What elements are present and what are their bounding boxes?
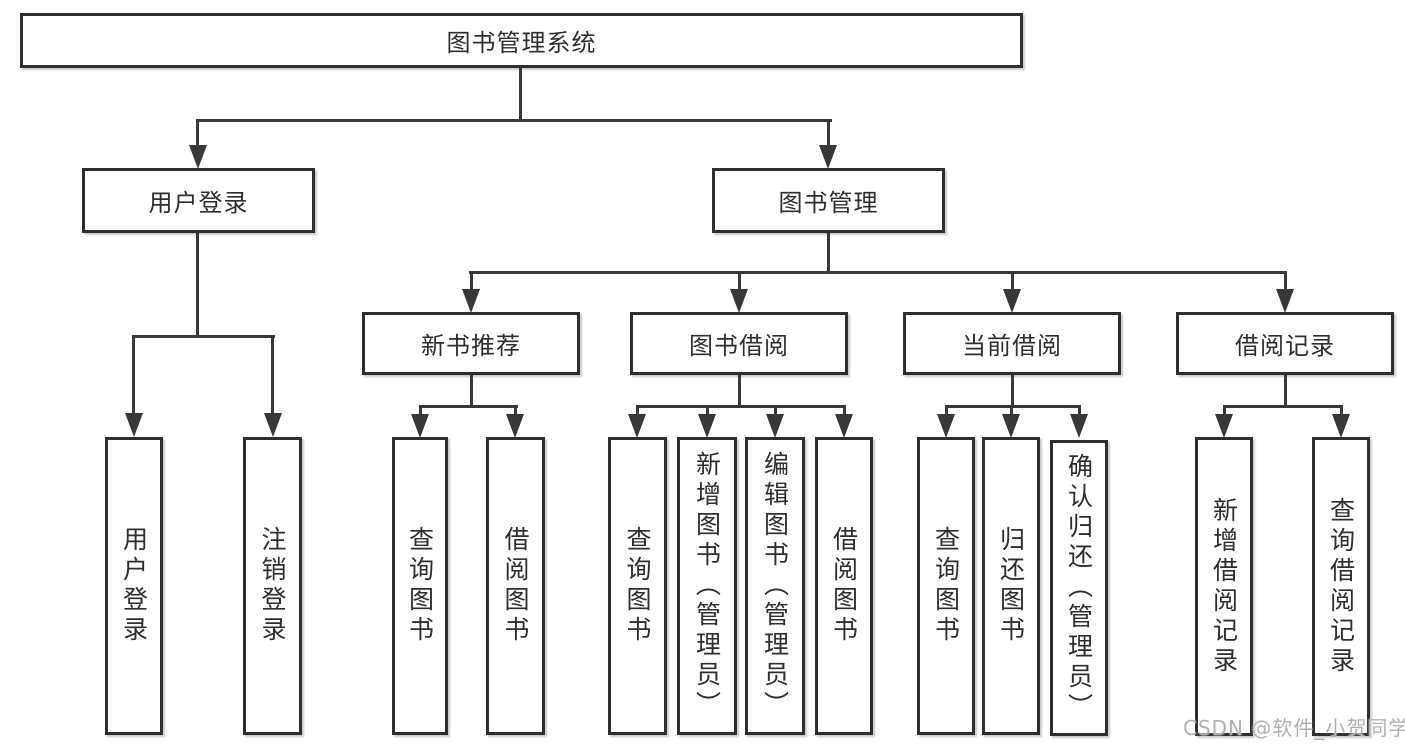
connector-line [1011,273,1014,291]
connector-line [514,407,517,415]
connector-line [519,68,522,121]
connector-line [636,407,639,415]
node-leaf-logout: 注销登录 [243,437,302,735]
arrowhead-down [628,414,646,438]
connector-line [706,407,709,415]
connector-line [470,375,473,407]
connector-line [774,407,777,415]
arrowhead-down [462,289,480,313]
node-leaf-user-login: 用户登录 [105,437,163,735]
connector-line [945,407,948,415]
connector-line [196,233,199,337]
arrowhead-down [819,145,837,169]
node-current-return-book: 归还图书 [982,437,1040,735]
connector-line [1284,375,1287,407]
connector-line [271,337,274,413]
node-new-book-recommend: 新书推荐 [362,312,580,375]
node-record-add-record-label: 新增借阅记录 [1209,496,1239,677]
node-recommend-borrow-book-label: 借阅图书 [501,526,530,646]
csdn-watermark: CSDN @软件_小贺同学 [1183,716,1405,740]
node-recommend-query-book: 查询图书 [392,437,448,735]
node-record-query-record: 查询借阅记录 [1312,437,1370,736]
arrowhead-down [1215,414,1233,438]
arrowhead-down [937,414,955,438]
node-user-login: 用户登录 [82,168,315,233]
node-book-management: 图书管理 [712,168,945,233]
connector-line [132,337,135,413]
connector-line [827,233,830,273]
connector-line [469,271,1287,274]
arrowhead-down [125,413,143,437]
node-borrow-edit-book-label: 编辑图书（管理员） [760,451,790,721]
connector-line [827,121,830,146]
node-book-borrow: 图书借阅 [630,312,848,375]
connector-line [132,335,275,338]
arrowhead-down [1332,414,1350,438]
arrowhead-down [1070,414,1088,438]
node-user-login-label: 用户登录 [148,189,249,217]
connector-line [1223,405,1343,408]
node-record-add-record: 新增借阅记录 [1195,437,1253,736]
arrowhead-down [766,414,784,438]
node-borrow-add-book-label: 新增图书（管理员） [692,451,722,721]
arrowhead-down [411,414,429,438]
node-current-borrow: 当前借阅 [903,312,1121,375]
connector-line [1223,407,1226,415]
node-book-borrow-label: 图书借阅 [689,332,789,360]
node-current-confirm-return: 确认归还（管理员） [1050,440,1108,736]
node-borrow-borrow-book: 借阅图书 [815,437,873,735]
node-root: 图书管理系统 [20,13,1023,68]
node-borrow-record: 借阅记录 [1176,312,1394,375]
arrowhead-down [698,414,716,438]
arrowhead-down [264,413,282,437]
node-current-query-book: 查询图书 [917,437,975,735]
node-record-query-record-label: 查询借阅记录 [1326,496,1356,677]
connector-line [1340,407,1343,415]
node-root-label: 图书管理系统 [446,29,597,57]
arrowhead-down [730,289,748,313]
arrowhead-down [1002,414,1020,438]
connector-line [1078,407,1081,415]
node-borrow-query-book: 查询图书 [608,437,667,735]
arrowhead-down [189,145,207,169]
node-current-return-book-label: 归还图书 [996,526,1026,646]
node-borrow-query-book-label: 查询图书 [623,526,652,646]
connector-line [1011,375,1014,407]
connector-line [419,407,422,415]
connector-line [738,375,741,407]
connector-line [1010,407,1013,415]
arrowhead-down [835,414,853,438]
arrowhead-down [506,414,524,438]
node-leaf-logout-label: 注销登录 [258,526,287,646]
connector-line [1284,273,1287,291]
connector-line [470,273,473,291]
node-current-query-book-label: 查询图书 [931,526,961,646]
node-borrow-edit-book: 编辑图书（管理员） [745,437,805,735]
connector-line [843,407,846,415]
node-new-book-recommend-label: 新书推荐 [421,332,521,360]
node-leaf-user-login-label: 用户登录 [119,526,149,646]
node-recommend-query-book-label: 查询图书 [405,526,435,646]
node-current-confirm-return-label: 确认归还（管理员） [1064,453,1094,723]
arrowhead-down [1276,289,1294,313]
node-book-management-label: 图书管理 [778,189,879,217]
arrowhead-down [1003,289,1021,313]
connector-line [738,273,741,291]
node-borrow-record-label: 借阅记录 [1235,332,1335,360]
node-recommend-borrow-book: 借阅图书 [486,437,545,735]
node-current-borrow-label: 当前借阅 [962,332,1062,360]
connector-line [945,405,1081,408]
node-borrow-add-book: 新增图书（管理员） [677,437,737,735]
connector-line [419,405,518,408]
connector-line [196,121,199,146]
connector-line [636,405,846,408]
connector-line [196,119,832,122]
node-borrow-borrow-book-label: 借阅图书 [829,526,859,646]
